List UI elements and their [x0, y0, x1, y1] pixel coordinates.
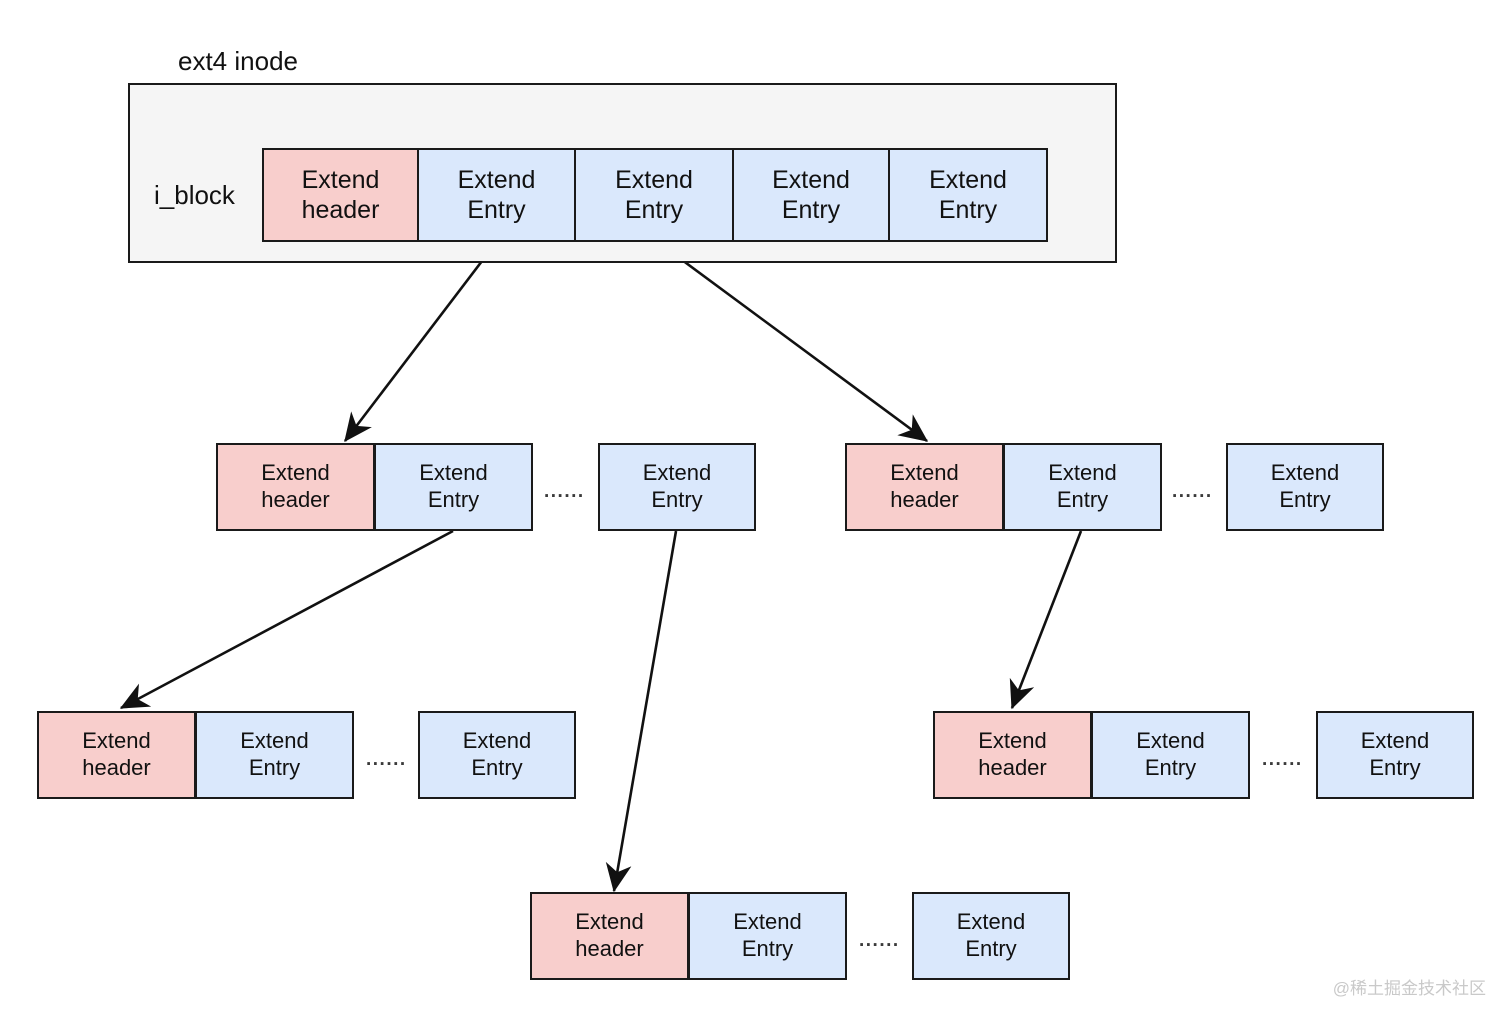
cell-line-1: Extend — [642, 460, 712, 486]
iblock-label: i_block — [154, 180, 235, 210]
cell-line-1: Extend — [1048, 460, 1117, 486]
cell-line-2: Entry — [624, 196, 684, 224]
cell-line-1: Extend — [956, 909, 1026, 935]
level2-right-tail-extent-entry-cell[interactable]: Extend Entry — [1316, 711, 1474, 799]
cell-line-2: Entry — [651, 487, 703, 512]
cell-line-1: Extend — [1360, 728, 1430, 754]
level1-left-tail-extent-entry-cell[interactable]: Extend Entry — [598, 443, 756, 531]
cell-line-1: Extend — [575, 909, 644, 935]
level2-left-extent-entry-cell[interactable]: Extend Entry — [195, 711, 354, 799]
level2-right-ellipsis: ...... — [1262, 749, 1303, 770]
level1-left-ellipsis: ...... — [544, 481, 585, 502]
level2-left-ellipsis: ...... — [366, 749, 407, 770]
level1-left-extent-header-cell[interactable]: Extend header — [216, 443, 375, 531]
cell-line-1: Extend — [419, 460, 488, 486]
cell-line-2: Entry — [781, 196, 841, 224]
level1-right-extent-header-cell[interactable]: Extend header — [845, 443, 1004, 531]
level1-right-tail-extent-entry-cell[interactable]: Extend Entry — [1226, 443, 1384, 531]
cell-line-1: Extend — [261, 460, 330, 486]
cell-line-2: Entry — [427, 487, 480, 512]
level2-right-extent-header-cell[interactable]: Extend header — [933, 711, 1092, 799]
level2-right-extent-entry-cell[interactable]: Extend Entry — [1091, 711, 1250, 799]
cell-line-1: Extend — [929, 165, 1007, 194]
cell-line-2: header — [82, 755, 151, 780]
arrow-level1-right-to-level2-right — [1009, 530, 1083, 710]
arrow-level1-mid-to-level3-center — [605, 530, 678, 893]
cell-line-2: Entry — [1279, 487, 1331, 512]
cell-line-2: Entry — [471, 755, 523, 780]
arrow-level1-left-to-level2-left — [119, 529, 454, 710]
level3-center-tail-extent-entry-cell[interactable]: Extend Entry — [912, 892, 1070, 980]
cell-line-2: Entry — [248, 755, 301, 780]
cell-line-2: Entry — [1056, 487, 1109, 512]
cell-line-1: Extend — [301, 165, 380, 194]
cell-line-2: header — [890, 487, 959, 512]
level2-left-tail-extent-entry-cell[interactable]: Extend Entry — [418, 711, 576, 799]
arrow-inode-entry2-to-level1-right — [654, 238, 929, 443]
watermark: @稀土掘金技术社区 — [1332, 979, 1486, 998]
cell-line-2: header — [575, 936, 644, 961]
level2-left-extent-header-cell[interactable]: Extend header — [37, 711, 196, 799]
inode-extent-entry-cell-2[interactable]: Extend Entry — [574, 148, 734, 242]
cell-line-1: Extend — [978, 728, 1047, 754]
cell-line-1: Extend — [890, 460, 959, 486]
cell-line-1: Extend — [615, 165, 693, 194]
cell-line-2: header — [978, 755, 1047, 780]
diagram-title: ext4 inode — [178, 46, 298, 76]
level1-left-extent-entry-cell[interactable]: Extend Entry — [374, 443, 533, 531]
level3-center-extent-header-cell[interactable]: Extend header — [530, 892, 689, 980]
cell-line-1: Extend — [457, 165, 536, 194]
level3-center-ellipsis: ...... — [859, 930, 900, 951]
cell-line-1: Extend — [82, 728, 151, 754]
inode-extent-entry-cell-3[interactable]: Extend Entry — [732, 148, 890, 242]
cell-line-1: Extend — [1136, 728, 1205, 754]
cell-line-2: Entry — [1369, 755, 1421, 780]
cell-line-1: Extend — [240, 728, 309, 754]
level3-center-extent-entry-cell[interactable]: Extend Entry — [688, 892, 847, 980]
level1-right-extent-entry-cell[interactable]: Extend Entry — [1003, 443, 1162, 531]
inode-extent-header-cell[interactable]: Extend header — [262, 148, 419, 242]
cell-line-2: header — [261, 487, 330, 512]
cell-line-2: Entry — [741, 936, 794, 961]
cell-line-1: Extend — [1270, 460, 1340, 486]
cell-line-2: header — [301, 196, 380, 224]
cell-line-1: Extend — [772, 165, 850, 194]
cell-line-2: Entry — [965, 936, 1017, 961]
inode-extent-entry-cell-1[interactable]: Extend Entry — [417, 148, 576, 242]
inode-extent-entry-cell-4[interactable]: Extend Entry — [888, 148, 1048, 242]
cell-line-2: Entry — [1144, 755, 1197, 780]
level1-right-ellipsis: ...... — [1172, 481, 1213, 502]
cell-line-2: Entry — [938, 196, 998, 224]
cell-line-1: Extend — [733, 909, 802, 935]
cell-line-2: Entry — [467, 196, 526, 224]
arrow-inode-entry1-to-level1-left — [343, 239, 500, 443]
cell-line-1: Extend — [462, 728, 532, 754]
